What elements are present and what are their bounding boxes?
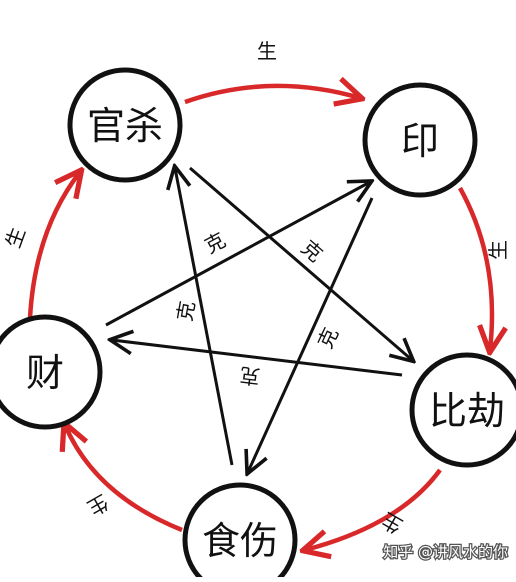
- generate-label-cai-guansha: 生: [1, 224, 30, 251]
- control-arrow-bijie-cai: [112, 340, 403, 377]
- generate-label-yin-bijie: 生: [486, 240, 510, 260]
- generate-arrow-guansha-yin: [184, 86, 360, 102]
- control-label-guansha-bijie: 克: [297, 235, 328, 266]
- control-cycle: [105, 166, 412, 472]
- node-yin: 印: [362, 82, 478, 198]
- control-label-yin-shishang: 克: [313, 324, 343, 352]
- node-guansha: 官杀: [67, 67, 183, 183]
- node-label-cai: 财: [26, 351, 64, 395]
- generate-label-guansha-yin: 生: [257, 39, 277, 63]
- control-arrow-guansha-bijie: [189, 166, 412, 360]
- control-arrow-yin-shishang: [248, 197, 374, 472]
- control-arrow-cai-yin: [105, 182, 370, 327]
- watermark-text: 知乎 @讲风水的你: [383, 543, 508, 561]
- node-cai: 财: [0, 314, 103, 430]
- node-bijie: 比劫: [409, 352, 516, 468]
- node-label-bijie: 比劫: [429, 389, 505, 433]
- control-label-bijie-cai: 克: [239, 363, 262, 389]
- node-shishang: 食伤: [182, 482, 298, 582]
- generate-label-shishang-cai: 生: [83, 490, 112, 521]
- generate-label-bijie-shishang: 生: [377, 508, 406, 539]
- control-label-shishang-guansha: 克: [172, 299, 199, 323]
- node-label-guansha: 官杀: [87, 104, 163, 148]
- control-arrow-shishang-guansha: [175, 168, 234, 466]
- watermark: 知乎 @讲风水的你: [382, 542, 509, 563]
- node-label-yin: 印: [401, 119, 439, 163]
- generate-arrow-bijie-shishang: [305, 468, 442, 550]
- node-label-shishang: 食伤: [202, 519, 278, 563]
- generate-arrow-yin-bijie: [458, 186, 492, 350]
- control-label-cai-yin: 克: [201, 228, 230, 259]
- generate-cycle: [27, 86, 492, 550]
- generate-arrow-shishang-cai: [65, 425, 183, 533]
- generate-arrow-cai-guansha: [27, 172, 80, 319]
